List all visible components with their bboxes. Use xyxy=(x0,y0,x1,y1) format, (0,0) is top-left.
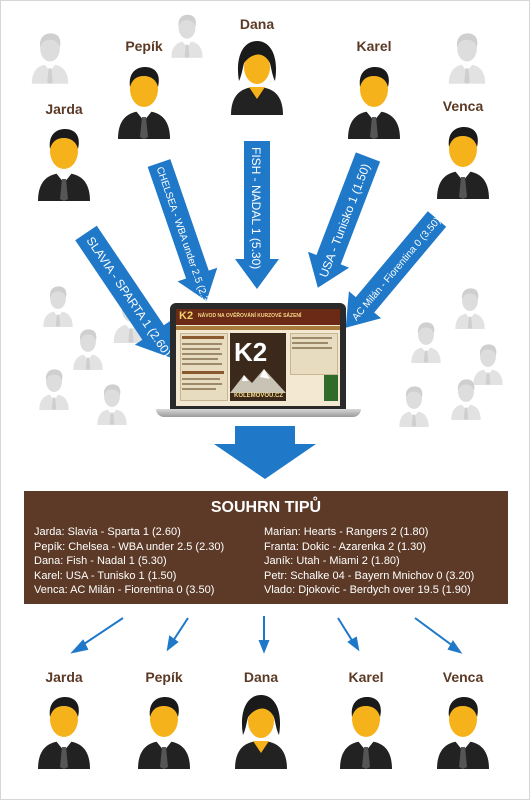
summary-tip: Petr: Schalke 04 - Bayern Mnichov 0 (3.2… xyxy=(264,569,475,582)
bet-label-venca: AC Milán - Fiorentina 0 (3.50) xyxy=(350,216,443,324)
site-headline: NÁVOD NA OVĚŘOVÁNÍ KURZOVÉ SÁZENÍ xyxy=(198,313,302,319)
summary-tip: Venca: AC Milán - Fiorentina 0 (3.50) xyxy=(34,584,215,596)
male-user-icon xyxy=(34,691,94,769)
summary-right-column: Marian: Hearts - Rangers 2 (1.80) Franta… xyxy=(264,525,474,598)
summary-left-column: Jarda: Slavia - Sparta 1 (2.60) Pepík: C… xyxy=(34,525,224,598)
summary-tip: Vlado: Djokovic - Berdych over 19.5 (1.9… xyxy=(264,584,471,596)
summary-tip: Jarda: Slavia - Sparta 1 (2.60) xyxy=(34,526,181,538)
male-user-icon xyxy=(433,691,493,769)
female-user-icon xyxy=(231,691,291,769)
down-arrow-icon xyxy=(214,426,316,479)
summary-tip: Janík: Utah - Miami 2 (1.80) xyxy=(264,555,400,567)
big-k2-text: K2 xyxy=(234,337,268,367)
laptop-icon: K2 NÁVOD NA OVĚŘOVÁNÍ KURZOVÉ SÁZENÍ K2 xyxy=(156,303,361,421)
bet-label-karel: USA - Tunisko 1 (1.50) xyxy=(317,162,373,280)
site-logo: K2 xyxy=(179,310,194,322)
summary-tip: Dana: Fish - Nadal 1 (5.30) xyxy=(34,555,167,567)
bet-arrow-dana: FISH - NADAL 1 (5.30) xyxy=(235,141,279,289)
summary-panel: SOUHRN TIPŮ Jarda: Slavia - Sparta 1 (2.… xyxy=(24,491,508,604)
summary-title: SOUHRN TIPŮ xyxy=(210,499,322,516)
top-name-karel: Karel xyxy=(356,38,392,54)
top-name-jarda: Jarda xyxy=(45,101,83,117)
bet-arrow-pepik: CHELSEA - WBA under 2.5 (2.30) xyxy=(147,159,218,312)
male-user-icon xyxy=(134,691,194,769)
top-name-venca: Venca xyxy=(442,98,484,114)
male-user-icon xyxy=(336,691,396,769)
summary-tip: Franta: Dokic - Azarenka 2 (1.30) xyxy=(264,540,427,553)
bottom-name-karel: Karel xyxy=(348,669,384,685)
bet-label-pepik: CHELSEA - WBA under 2.5 (2.30) xyxy=(154,165,214,312)
bottom-name-jarda: Jarda xyxy=(45,669,83,685)
bet-label-dana: FISH - NADAL 1 (5.30) xyxy=(249,147,263,269)
bet-arrow-karel: USA - Tunisko 1 (1.50) xyxy=(308,152,381,288)
top-name-dana: Dana xyxy=(239,16,275,32)
mountain-image xyxy=(230,369,286,393)
bottom-name-dana: Dana xyxy=(243,669,279,685)
bottom-name-venca: Venca xyxy=(442,669,484,685)
distribution-arrows xyxy=(70,616,463,654)
laptop-screen: K2 NÁVOD NA OVĚŘOVÁNÍ KURZOVÉ SÁZENÍ K2 xyxy=(176,309,340,406)
top-name-pepik: Pepík xyxy=(125,38,163,54)
summary-tip: Marian: Hearts - Rangers 2 (1.80) xyxy=(264,526,429,538)
summary-tip: Pepík: Chelsea - WBA under 2.5 (2.30) xyxy=(34,540,225,553)
bottom-name-pepik: Pepík xyxy=(145,669,183,685)
site-url: KOLEMOVOU.CZ xyxy=(234,393,283,399)
summary-tip: Karel: USA - Tunisko 1 (1.50) xyxy=(34,569,177,582)
